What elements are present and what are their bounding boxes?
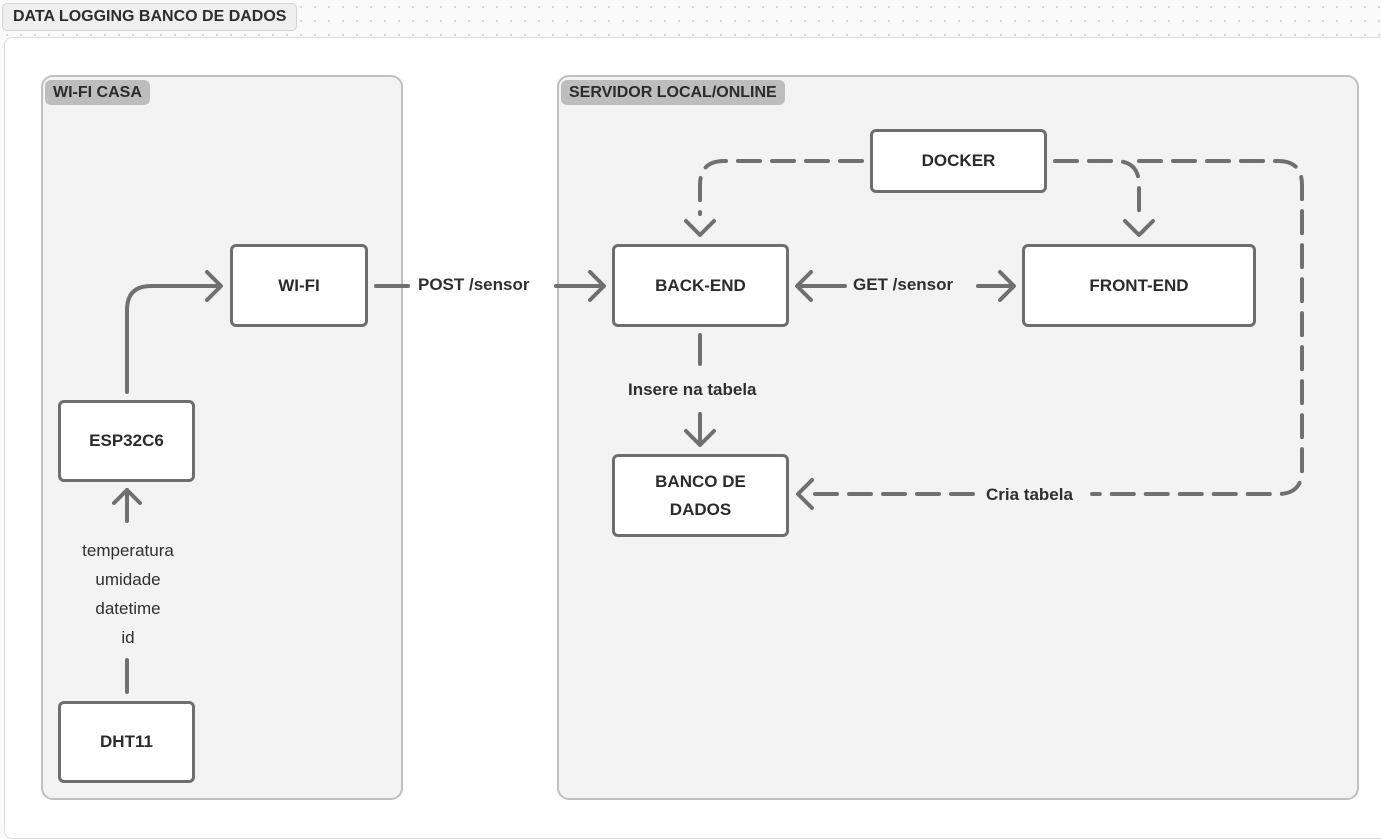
node-backend[interactable]: BACK-END — [612, 244, 789, 327]
board-title[interactable]: DATA LOGGING BANCO DE DADOS — [2, 3, 298, 31]
group-wifi-casa-title: WI-FI CASA — [45, 80, 150, 105]
node-docker[interactable]: DOCKER — [870, 129, 1047, 193]
connector-docker-backend — [698, 159, 864, 216]
node-frontend[interactable]: FRONT-END — [1022, 244, 1256, 327]
label-insere-tabela[interactable]: Insere na tabela — [626, 380, 759, 400]
node-frontend-label: FRONT-END — [1089, 275, 1189, 295]
connector-esp32-wifi — [125, 284, 222, 394]
node-esp32c6[interactable]: ESP32C6 — [58, 400, 195, 482]
node-database[interactable]: BANCO DE DADOS — [612, 454, 789, 537]
arrowhead-docker-frontend — [1123, 219, 1155, 237]
label-get-sensor[interactable]: GET /sensor — [851, 275, 956, 295]
arrowhead-docker-database — [796, 478, 814, 510]
node-database-label-line1: BANCO DE — [655, 471, 746, 491]
node-dht11[interactable]: DHT11 — [58, 701, 195, 783]
node-database-label-line2: DADOS — [669, 499, 732, 519]
arrowhead-frontend-get — [998, 270, 1016, 302]
sensor-field: id — [121, 628, 135, 647]
arrowhead-db — [684, 429, 716, 447]
connector-docker-frontend — [1053, 159, 1141, 216]
node-wifi-label: WI-FI — [278, 275, 320, 295]
sensor-fields[interactable]: temperatura umidade datetime id — [58, 536, 198, 652]
node-docker-label: DOCKER — [921, 151, 996, 170]
group-wifi-casa[interactable]: WI-FI CASA — [41, 75, 403, 800]
arrowhead-esp32 — [112, 488, 142, 505]
arrowhead-docker-backend — [684, 219, 716, 237]
node-dht11-label: DHT11 — [100, 732, 153, 751]
node-wifi[interactable]: WI-FI — [230, 244, 368, 327]
label-cria-tabela[interactable]: Cria tabela — [984, 485, 1075, 505]
label-post-sensor[interactable]: POST /sensor — [418, 275, 530, 294]
arrowhead-backend-post — [588, 270, 606, 302]
sensor-field: datetime — [95, 599, 161, 618]
connectors — [112, 159, 1304, 694]
node-esp32c6-label: ESP32C6 — [89, 431, 164, 450]
connector-docker-database — [1090, 159, 1304, 496]
arrowhead-wifi — [205, 270, 223, 302]
sensor-field: temperatura — [82, 541, 174, 560]
sensor-field: umidade — [95, 570, 161, 589]
group-servidor-title: SERVIDOR LOCAL/ONLINE — [561, 80, 785, 105]
node-backend-label: BACK-END — [655, 275, 746, 295]
arrowhead-backend-get — [795, 270, 813, 302]
